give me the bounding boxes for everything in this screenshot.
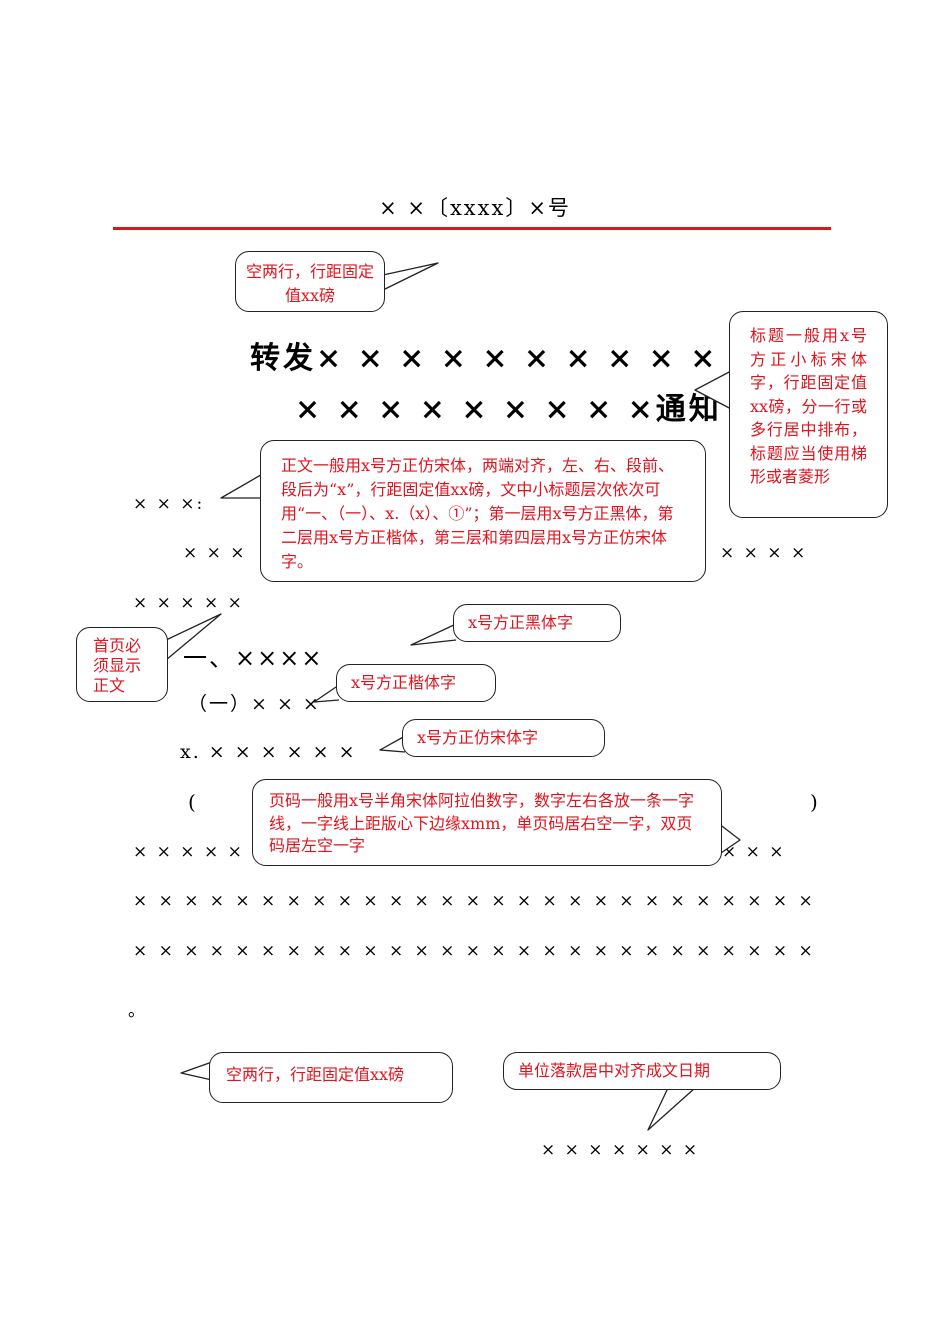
pointer-body-rule: [220, 471, 270, 499]
pointer-page-number: [717, 822, 741, 856]
callout-title-rule: 标题一般用x号方正小标宋体字，行距固定值xx磅，分一行或多行居中排布，标题应当使…: [729, 311, 888, 518]
callout-blank-lines-top: 空两行，行距固定值xx磅: [235, 251, 385, 312]
body-row-2: × × × × ×: [133, 593, 244, 613]
pointer-first-page: [165, 613, 222, 661]
body-row-4: ×××××××××××××××××××××××××××: [133, 891, 813, 911]
pointer-title-rule: [694, 369, 734, 411]
callout-blank-lines-bottom: 空两行，行距固定值xx磅: [209, 1052, 453, 1103]
pointer-heading3: [379, 735, 406, 753]
callout-first-page: 首页必须显示正文: [76, 627, 168, 702]
paren-left: (: [188, 790, 198, 814]
callout-heading1-font: x号方正黑体字: [453, 604, 621, 642]
heading-level-2: （一）× × ×: [188, 693, 321, 715]
callout-heading2-font: x号方正楷体字: [336, 664, 496, 702]
signature-date: × × × × × × ×: [541, 1140, 700, 1160]
callout-body-rule: 正文一般用x号方正仿宋体，两端对齐，左、右、段前、段后为“x”，行距固定值xx磅…: [260, 440, 706, 582]
pointer-blank-lines-top: [382, 262, 439, 291]
paren-right: ): [810, 790, 820, 814]
callout-page-number: 页码一般用x号半角宋体阿拉伯数字，数字左右各放一条一字线，一字线上距版心下边缘x…: [252, 779, 722, 866]
body-row-1-left: × × ×: [183, 543, 247, 563]
pointer-blank-lines-bottom: [180, 1061, 213, 1081]
pointer-heading1: [410, 623, 457, 646]
salutation: × × ×:: [133, 494, 205, 514]
body-row-3-left: × × × × ×: [133, 842, 244, 862]
document-number: × ×〔xxxx〕×号: [379, 196, 571, 220]
pointer-signature: [647, 1087, 696, 1131]
callout-signature: 单位落款居中对齐成文日期: [503, 1052, 781, 1090]
pointer-heading2: [313, 684, 340, 703]
title-line-2: × × × × × × × × ×通知: [295, 392, 722, 427]
title-line-1: 转发× × × × × × × × × × ×: [250, 341, 760, 376]
callout-heading3-font: x号方正仿宋体字: [402, 719, 605, 757]
body-row-1-right: × × × ×: [720, 543, 808, 563]
body-row-5: ×××××××××××××××××××××××××××: [133, 941, 813, 961]
body-row-3-right: × × ×: [722, 842, 786, 862]
heading-level-1: 一、××××: [183, 644, 324, 672]
red-separator-line: [113, 227, 831, 230]
heading-level-3: x. × × × × × ×: [180, 741, 357, 763]
closing-period: 。: [128, 1001, 147, 1021]
